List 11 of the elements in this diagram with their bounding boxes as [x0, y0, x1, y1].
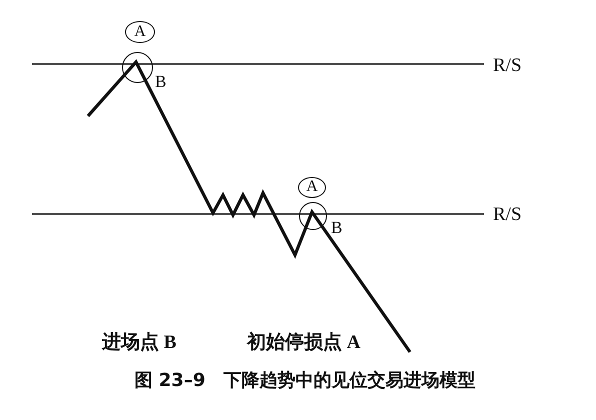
- annotation-text: 进场点 B: [102, 332, 176, 352]
- circle-marker: [122, 52, 152, 82]
- level-label: R/S: [493, 204, 522, 224]
- figure-caption: 图 23–9 下降趋势中的见位交易进场模型: [134, 372, 476, 390]
- annotation-text: 初始停损点 A: [247, 332, 360, 352]
- circle-marker: [299, 202, 327, 230]
- point-label: B: [155, 73, 166, 90]
- circled-letter: A: [125, 21, 155, 43]
- point-label: B: [331, 219, 342, 236]
- circled-letter: A: [298, 176, 326, 198]
- level-label: R/S: [493, 56, 522, 74]
